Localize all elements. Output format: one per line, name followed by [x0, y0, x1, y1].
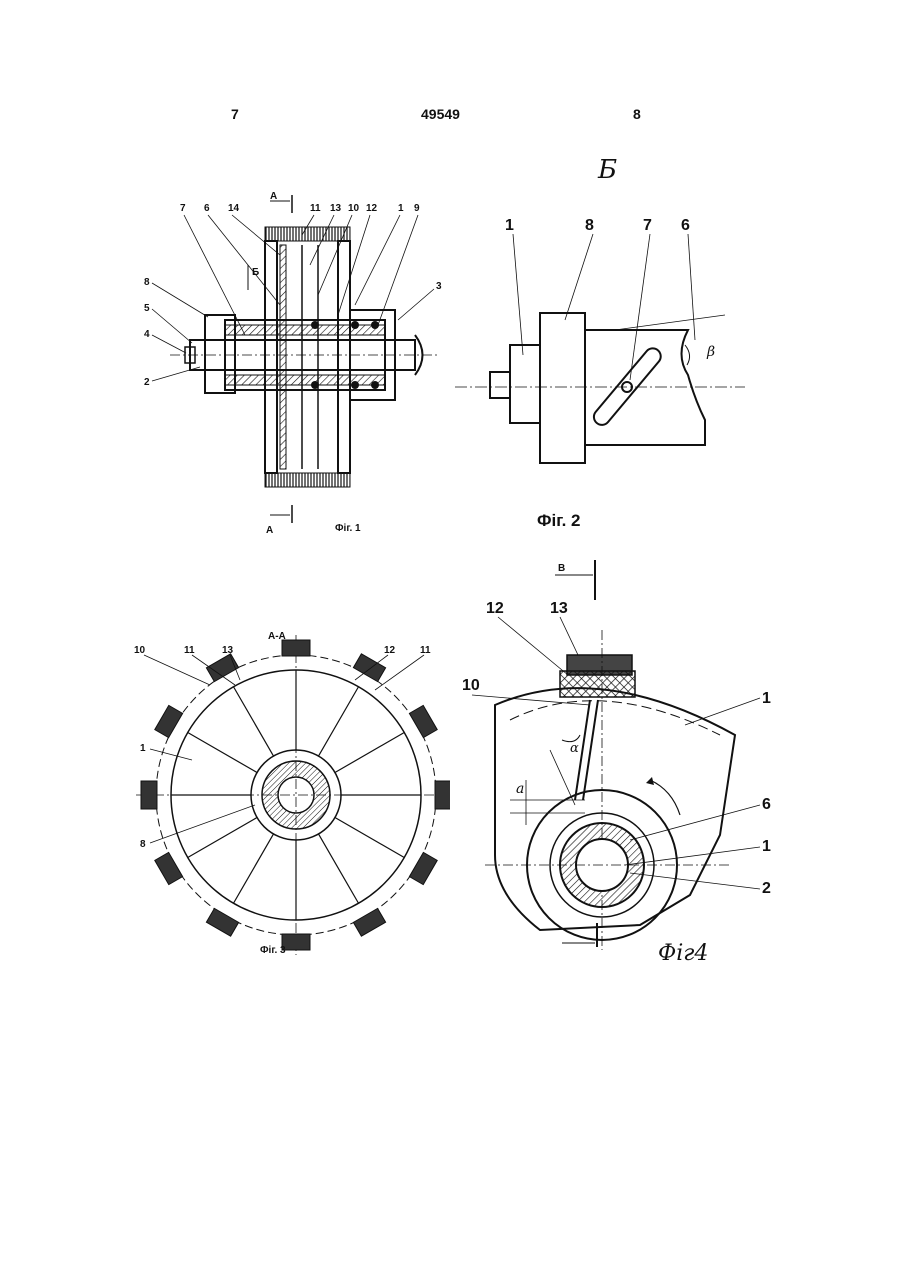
fig1-label-13: 13 [330, 203, 342, 214]
section-mark-top: А [270, 191, 277, 202]
fig1-caption: Фіг. 1 [335, 523, 361, 534]
fig4-label-1-top: 1 [762, 690, 771, 707]
fig1-label-2: 2 [144, 377, 150, 388]
fig2-label-8: 8 [585, 217, 594, 234]
fig3-label-8: 8 [140, 839, 146, 850]
fig3-label-13: 13 [222, 645, 234, 656]
fig1-label-1: 1 [398, 203, 404, 214]
fig1-label-5: 5 [144, 303, 150, 314]
fig4-label-2: 2 [762, 880, 771, 897]
fig4-label-10: 10 [462, 677, 480, 694]
fig4-label-13: 13 [550, 600, 568, 617]
fig3-label-11-left: 11 [184, 645, 195, 656]
fig1-label-6: 6 [204, 203, 210, 214]
fig4-caption: Фіг4 [658, 941, 708, 966]
page-number-left: 7 [231, 106, 239, 122]
fig1-label-7: 7 [180, 203, 186, 214]
fig4-label-1-bottom: 1 [762, 838, 771, 855]
fig3-label-10: 10 [134, 645, 146, 656]
fig4-dim-a: a [516, 781, 524, 797]
document-number: 49549 [421, 106, 460, 122]
fig3-label-11-right: 11 [420, 645, 431, 656]
fig4-view-mark: В [558, 563, 565, 574]
fig4-label-6: 6 [762, 796, 771, 813]
fig3-label-12: 12 [384, 645, 396, 656]
fig1-label-14: 14 [228, 203, 240, 214]
figure-4-drawing: В α a 12 13 10 1 6 1 2 Фіг4 [450, 555, 790, 975]
fig3-caption: Фіг. 3 [260, 945, 286, 956]
fig1-label-9: 9 [414, 203, 420, 214]
fig3-label-1: 1 [140, 743, 146, 754]
fig2-label-1: 1 [505, 217, 514, 234]
page-number-right: 8 [633, 106, 641, 122]
fig1-label-3: 3 [436, 281, 442, 292]
view-mark: Б [252, 267, 259, 278]
fig2-angle-beta: β [706, 344, 715, 360]
fig4-label-12: 12 [486, 600, 504, 617]
figure-1-drawing: А А Б 7 6 14 11 13 10 12 1 9 8 5 4 2 3 [130, 185, 450, 545]
section-mark-bottom: А [266, 525, 273, 536]
fig1-label-4: 4 [144, 329, 150, 340]
fig2-label-7: 7 [643, 217, 652, 234]
figure-3-drawing: А-А [130, 625, 450, 965]
fig1-label-10: 10 [348, 203, 360, 214]
fig1-label-11: 11 [310, 203, 321, 214]
fig1-label-8: 8 [144, 277, 150, 288]
figure-2-drawing: Б 1 8 7 6 β Фіг. 2 [455, 150, 755, 540]
fig1-label-12: 12 [366, 203, 378, 214]
fig2-caption: Фіг. 2 [537, 511, 581, 530]
fig2-label-6: 6 [681, 217, 690, 234]
fig4-angle-alpha: α [570, 741, 579, 756]
fig2-view-letter: Б [597, 155, 617, 185]
